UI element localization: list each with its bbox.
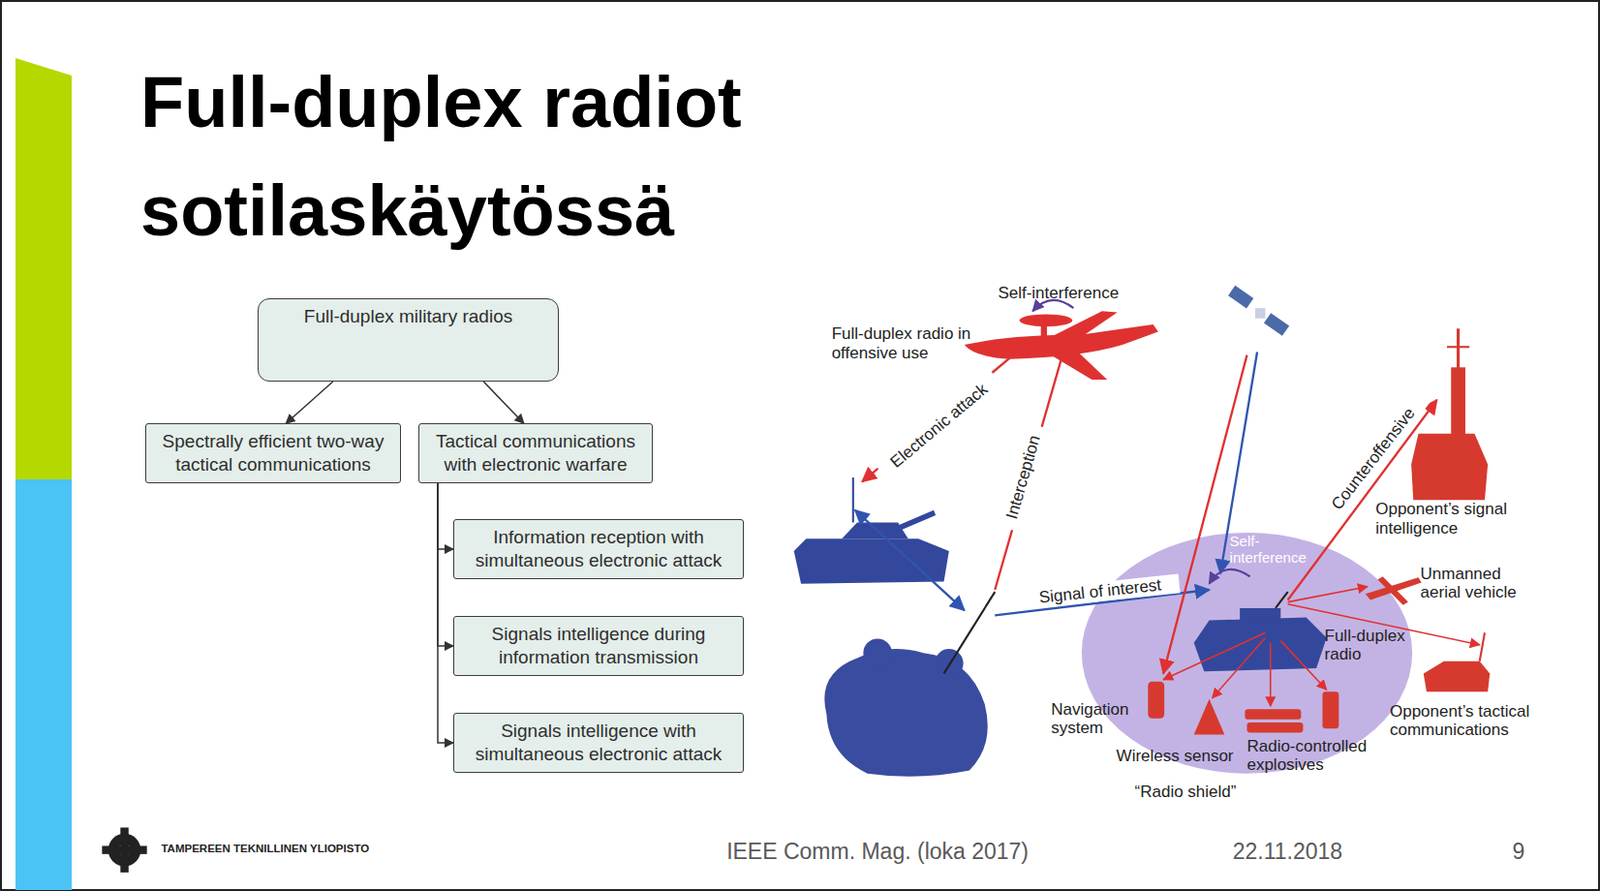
illustration-label: Wireless sensor — [1116, 746, 1250, 767]
illustration-label: Opponent’s tactical communications — [1389, 702, 1559, 740]
university-logo — [101, 827, 147, 872]
box-text: Information reception with simultaneous … — [462, 525, 735, 573]
signal-intelligence-tower — [1411, 328, 1488, 500]
box-text: Full-duplex military radios — [267, 305, 550, 329]
category-box: Signals intelligence during information … — [453, 615, 744, 677]
illustration-label: Navigation system — [1050, 700, 1133, 739]
devices — [1147, 681, 1339, 736]
box-text: Spectrally efficient two-way tactical co… — [154, 430, 392, 477]
illustration-label: Interception — [999, 422, 1047, 531]
tree-connector — [483, 381, 524, 424]
opponent-vehicle — [1423, 632, 1490, 692]
full-duplex-vehicle — [1194, 591, 1327, 672]
category-box: Signals intelligence with simultaneous e… — [453, 712, 744, 773]
illustration-label: Full-duplex radio in offensive use — [831, 324, 981, 363]
illustration-label: Self-interference — [997, 283, 1151, 304]
tree-connector — [437, 483, 454, 743]
tree-connector — [285, 381, 334, 424]
tree-connector — [437, 483, 454, 550]
category-box: Tactical communications with electronic … — [418, 423, 653, 484]
awacs-plane — [964, 310, 1159, 380]
illustration-label: Opponent’s signal intelligence — [1375, 499, 1529, 538]
illustration-label: Full-duplex radio — [1324, 626, 1422, 665]
illustration-label: Electronic attack — [876, 370, 1003, 482]
satellite — [1228, 285, 1290, 337]
uav — [1365, 576, 1422, 606]
illustration-label: “Radio shield” — [1135, 782, 1279, 802]
illustration-label: Radio-controlled explosives — [1246, 737, 1390, 775]
box-text: Signals intelligence during information … — [462, 622, 735, 670]
tree-connector — [437, 483, 454, 647]
soldiers — [824, 591, 995, 777]
tank — [794, 477, 950, 585]
university-name: TAMPEREEN TEKNILLINEN YLIOPISTO — [160, 842, 467, 856]
box-text: Tactical communications with electronic … — [428, 430, 644, 477]
slide-title: Full-duplex radiot sotilaskäytössä — [140, 48, 1109, 266]
illustration-label: Self-interference — [1230, 532, 1324, 567]
footer-text: 9 — [1511, 838, 1525, 865]
box-text: Signals intelligence with simultaneous e… — [462, 719, 735, 767]
category-box: Spectrally efficient two-way tactical co… — [145, 423, 401, 484]
footer-text: IEEE Comm. Mag. (loka 2017) — [726, 838, 1029, 865]
illustration-label: Unmanned aerial vehicle — [1420, 564, 1523, 603]
green-bar — [15, 58, 72, 480]
blue-bar — [15, 479, 72, 891]
category-box: Information reception with simultaneous … — [453, 519, 744, 580]
footer-text: 22.11.2018 — [1232, 838, 1343, 865]
root-box: Full-duplex military radios — [257, 298, 559, 382]
